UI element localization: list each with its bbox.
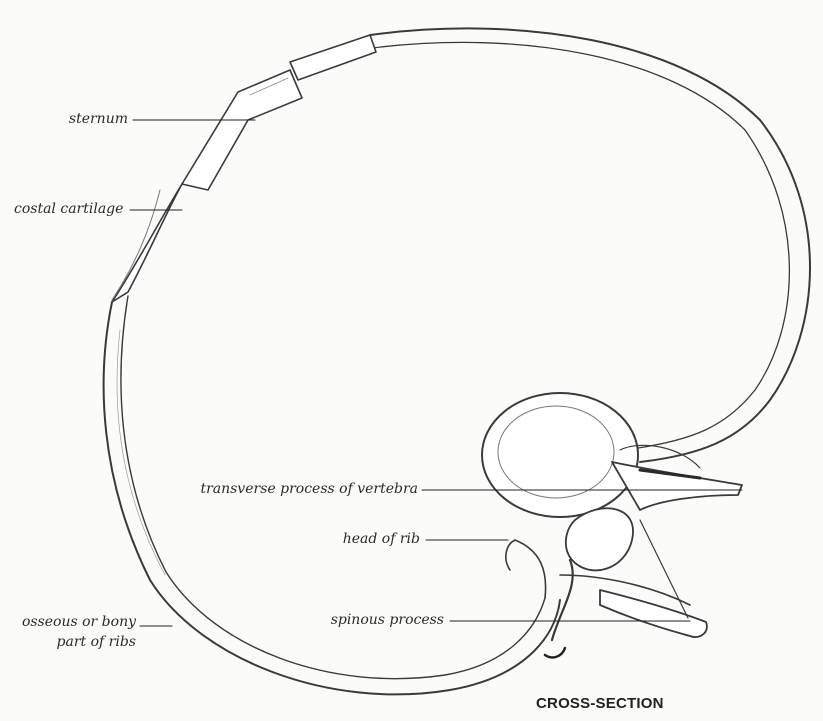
vertebral-canal [566, 508, 633, 570]
sternum-upper [290, 35, 376, 80]
spinous-process [600, 590, 707, 637]
label-osseous-line1: osseous or bony [0, 613, 136, 631]
transverse-process [612, 462, 742, 510]
left-rib-outer [104, 302, 560, 694]
label-spinous-process: spinous process [290, 611, 444, 629]
label-transverse-process: transverse process of vertebra [160, 480, 418, 498]
label-osseous-line2: part of ribs [0, 633, 136, 651]
sternum-body [182, 70, 302, 190]
label-sternum: sternum [30, 110, 128, 128]
right-rib-inner [372, 42, 789, 448]
label-costal-cartilage: costal cartilage [14, 200, 123, 218]
rib-head [506, 540, 546, 598]
label-head-of-rib: head of rib [300, 530, 420, 548]
caption-cross-section: CROSS-SECTION [536, 695, 664, 712]
